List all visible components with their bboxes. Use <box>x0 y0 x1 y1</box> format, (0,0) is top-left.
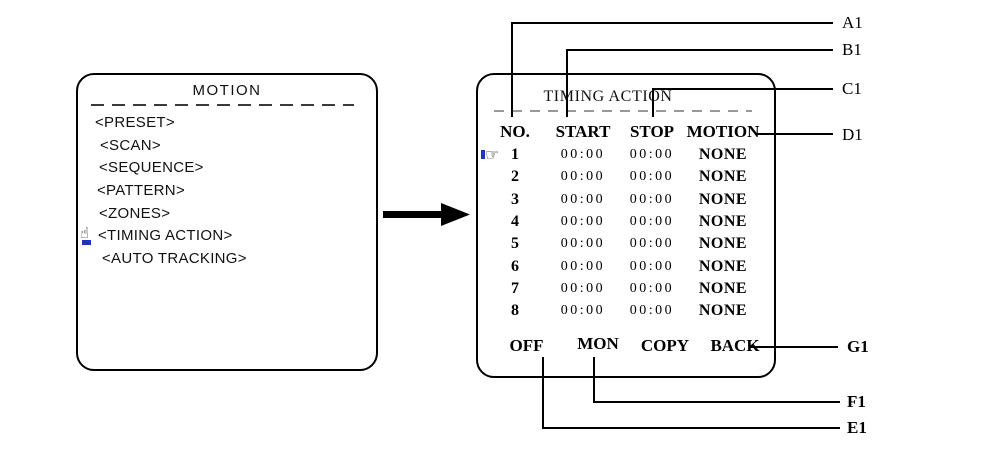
title-divider-dashed <box>494 110 752 112</box>
timing-table-header: NO. START STOP MOTION <box>478 122 774 142</box>
cell-no: 7 <box>511 279 519 297</box>
table-row[interactable]: 5 00:00 00:00 NONE <box>478 233 774 255</box>
menu-item-timing-action[interactable]: ☝ <TIMING ACTION> <box>78 224 376 247</box>
header-motion: MOTION <box>686 122 760 141</box>
cell-stop-time[interactable]: 00:00 <box>629 280 675 296</box>
header-stop: STOP <box>629 122 675 141</box>
callout-label-b1: B1 <box>842 40 862 59</box>
table-row[interactable]: 7 00:00 00:00 NONE <box>478 278 774 300</box>
back-button[interactable]: BACK <box>710 336 760 355</box>
table-row[interactable]: 6 00:00 00:00 NONE <box>478 255 774 277</box>
cell-no: 4 <box>511 213 519 231</box>
cell-no: 5 <box>511 235 519 253</box>
menu-item-label: <PRESET> <box>95 113 175 131</box>
cell-no: 3 <box>511 190 519 208</box>
cell-stop-time[interactable]: 00:00 <box>629 258 675 274</box>
hand-cursor-icon: ☝ <box>80 225 96 246</box>
cell-motion[interactable]: NONE <box>698 168 748 186</box>
menu-item-preset[interactable]: <PRESET> <box>78 111 376 134</box>
cell-no: 6 <box>511 257 519 275</box>
cell-no: 1 <box>511 146 519 164</box>
motion-menu-title: MOTION <box>192 82 262 99</box>
menu-item-label: <SCAN> <box>100 136 161 154</box>
callout-label-g1: G1 <box>847 337 869 356</box>
menu-item-label: <TIMING ACTION> <box>98 227 233 245</box>
timing-footer-buttons: OFF MON COPY BACK <box>478 334 764 356</box>
callout-label-d1: D1 <box>842 125 863 144</box>
table-row[interactable]: ☞ 1 00:00 00:00 NONE <box>478 144 774 166</box>
callout-label-e1: E1 <box>847 418 867 437</box>
timing-table-body: ☞ 1 00:00 00:00 NONE 2 00:00 00:00 NONE … <box>478 144 774 322</box>
cell-no: 2 <box>511 168 519 186</box>
cell-stop-time[interactable]: 00:00 <box>629 191 675 207</box>
off-button[interactable]: OFF <box>509 336 544 355</box>
cell-motion[interactable]: NONE <box>698 302 748 320</box>
callout-label-c1: C1 <box>842 79 862 98</box>
table-row[interactable]: 8 00:00 00:00 NONE <box>478 300 774 322</box>
cell-start-time[interactable]: 00:00 <box>560 303 606 319</box>
cell-motion[interactable]: NONE <box>698 235 748 253</box>
menu-item-label: <ZONES> <box>99 204 171 222</box>
header-start: START <box>555 122 611 141</box>
table-row[interactable]: 2 00:00 00:00 NONE <box>478 166 774 188</box>
motion-menu-list: <PRESET> <SCAN> <SEQUENCE> <PATTERN> <ZO… <box>78 111 376 270</box>
cell-stop-time[interactable]: 00:00 <box>629 303 675 319</box>
cell-stop-time[interactable]: 00:00 <box>629 236 675 252</box>
cell-start-time[interactable]: 00:00 <box>560 258 606 274</box>
cell-start-time[interactable]: 00:00 <box>560 214 606 230</box>
cell-motion[interactable]: NONE <box>698 279 748 297</box>
cell-motion[interactable]: NONE <box>698 190 748 208</box>
cell-no: 8 <box>511 302 519 320</box>
cell-start-time[interactable]: 00:00 <box>560 236 606 252</box>
menu-item-label: <SEQUENCE> <box>99 159 204 177</box>
cell-start-time[interactable]: 00:00 <box>560 191 606 207</box>
menu-item-auto-tracking[interactable]: <AUTO TRACKING> <box>78 247 376 270</box>
table-row[interactable]: 4 00:00 00:00 NONE <box>478 211 774 233</box>
cell-start-time[interactable]: 00:00 <box>560 280 606 296</box>
hand-pointer-icon: ☞ <box>481 146 501 164</box>
callout-label-a1: A1 <box>842 13 863 32</box>
menu-item-label: <AUTO TRACKING> <box>102 249 247 267</box>
header-no: NO. <box>500 122 530 141</box>
timing-action-title: TIMING ACTION <box>543 88 673 105</box>
table-row[interactable]: 3 00:00 00:00 NONE <box>478 189 774 211</box>
menu-item-label: <PATTERN> <box>97 181 185 199</box>
menu-item-pattern[interactable]: <PATTERN> <box>78 179 376 202</box>
menu-item-sequence[interactable]: <SEQUENCE> <box>78 156 376 179</box>
cell-motion[interactable]: NONE <box>698 146 748 164</box>
cell-motion[interactable]: NONE <box>698 213 748 231</box>
motion-menu-panel: MOTION <PRESET> <SCAN> <SEQUENCE> <PATTE… <box>76 73 378 371</box>
cell-stop-time[interactable]: 00:00 <box>629 169 675 185</box>
menu-item-scan[interactable]: <SCAN> <box>78 134 376 157</box>
callout-label-f1: F1 <box>847 392 866 411</box>
menu-item-zones[interactable]: <ZONES> <box>78 202 376 225</box>
flow-arrow-icon <box>383 203 470 226</box>
cell-stop-time[interactable]: 00:00 <box>629 214 675 230</box>
timing-action-panel: TIMING ACTION NO. START STOP MOTION ☞ 1 … <box>476 73 776 378</box>
cell-start-time[interactable]: 00:00 <box>560 147 606 163</box>
title-divider-dashed <box>91 104 354 106</box>
cell-stop-time[interactable]: 00:00 <box>629 147 675 163</box>
cell-start-time[interactable]: 00:00 <box>560 169 606 185</box>
copy-button[interactable]: COPY <box>640 336 690 355</box>
cell-motion[interactable]: NONE <box>698 257 748 275</box>
mon-button[interactable]: MON <box>577 334 619 353</box>
